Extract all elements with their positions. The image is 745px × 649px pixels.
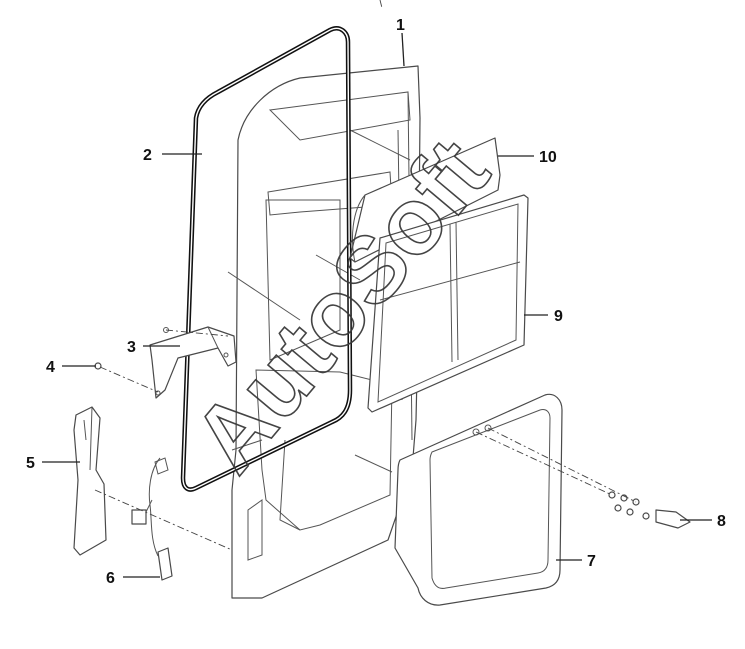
callout-6: 6	[106, 570, 115, 587]
callout-1: 1	[396, 17, 405, 34]
callout-3: 3	[127, 339, 136, 356]
upper-trim-panel	[349, 137, 501, 263]
lock-cable-assembly	[131, 457, 173, 581]
assembly-lines	[94, 0, 637, 551]
callout-2: 2	[143, 147, 152, 164]
leader-lines	[42, 32, 712, 578]
callout-labels: 1 2 3 4 5 6 7 8 9 10	[26, 17, 726, 587]
window-seal	[180, 26, 353, 492]
callout-9: 9	[554, 308, 563, 325]
callout-10: 10	[539, 149, 557, 166]
screw-handle-kit	[608, 491, 691, 529]
callout-8: 8	[717, 513, 726, 530]
mounting-bracket	[149, 326, 237, 399]
callout-7: 7	[587, 553, 596, 570]
lower-door-trim-panel	[394, 393, 563, 606]
window-glass-frame	[367, 194, 529, 413]
callout-4: 4	[46, 359, 55, 376]
callout-5: 5	[26, 455, 35, 472]
hinge-plate	[73, 406, 107, 556]
